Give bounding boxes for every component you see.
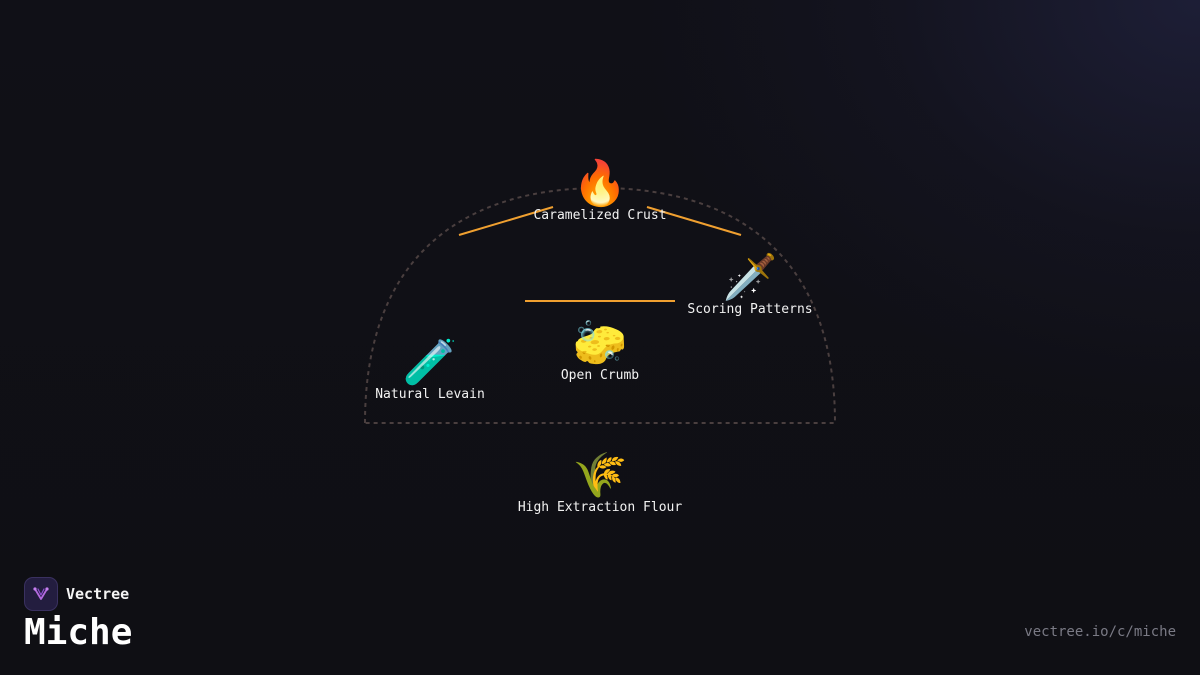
dagger-icon: 🗡️	[722, 252, 778, 303]
dome-outline	[363, 186, 837, 424]
node-label: High Extraction Flour	[517, 500, 683, 515]
node-caramelized-crust[interactable]: 🔥 Caramelized Crust	[533, 160, 666, 224]
brand-name: Vectree	[66, 585, 130, 603]
vectree-logo-icon	[24, 577, 58, 611]
page-url[interactable]: vectree.io/c/miche	[1024, 624, 1176, 640]
fire-icon: 🔥	[572, 158, 628, 209]
node-label: Open Crumb	[560, 368, 640, 383]
node-natural-levain[interactable]: 🧪 Natural Levain	[375, 339, 485, 403]
connector-line-right	[646, 206, 742, 236]
wheat-icon: 🌾	[572, 450, 628, 501]
node-open-crumb[interactable]: 🧽 Open Crumb	[561, 320, 639, 384]
node-high-extraction-flour[interactable]: 🌾 High Extraction Flour	[518, 452, 682, 516]
brand[interactable]: Vectree	[24, 577, 129, 611]
page-title: Miche	[24, 612, 133, 653]
node-label: Natural Levain	[375, 387, 485, 402]
test-tube-icon: 🧪	[402, 337, 458, 388]
node-label: Scoring Patterns	[687, 302, 813, 317]
node-label: Caramelized Crust	[533, 208, 667, 223]
node-scoring-patterns[interactable]: 🗡️ Scoring Patterns	[687, 254, 812, 318]
sponge-icon: 🧽	[572, 318, 628, 369]
connector-line-left	[458, 206, 554, 236]
